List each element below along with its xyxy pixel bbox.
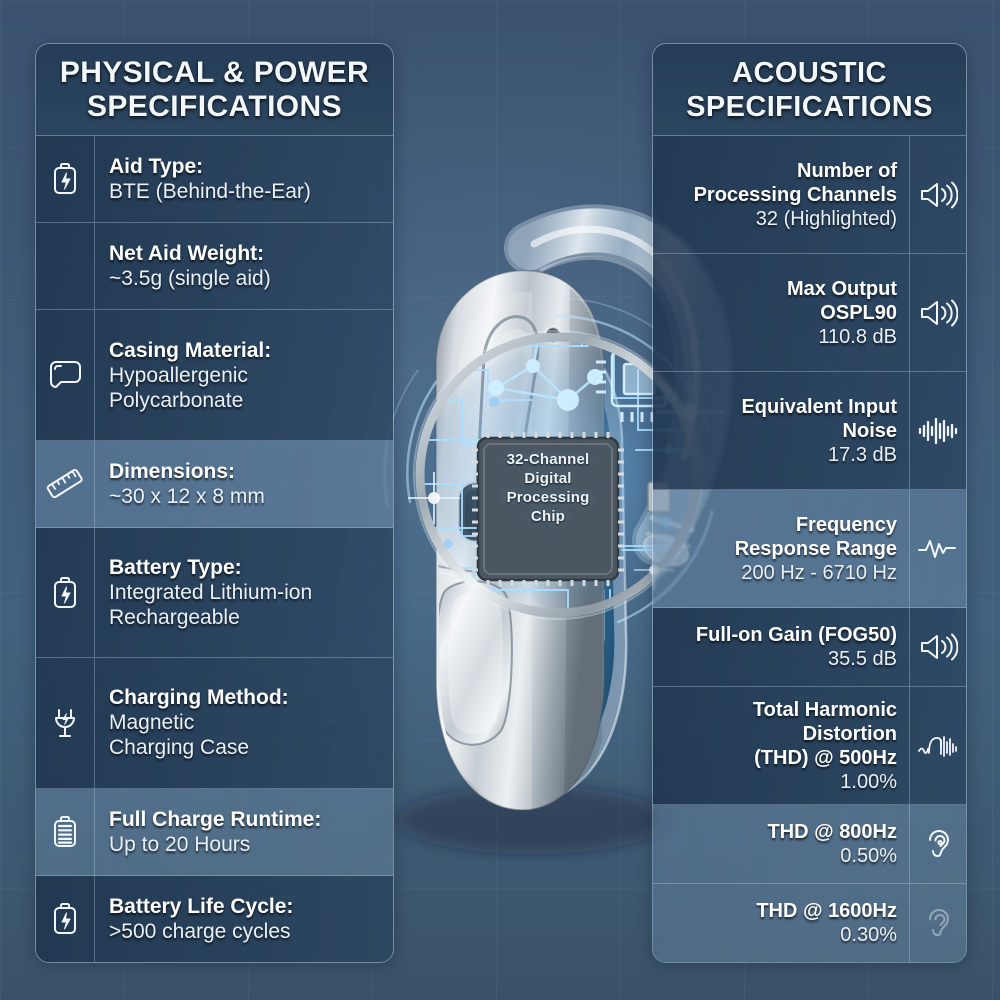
spec-value: Hypoallergenic (109, 363, 248, 387)
plug-bolt-icon (36, 658, 95, 788)
spec-value: 17.3 dB (828, 443, 897, 466)
spec-label: Battery Type: (109, 556, 242, 580)
ear-icon (909, 805, 966, 883)
audio-bars-icon (909, 372, 966, 489)
spec-label: Net Aid Weight: (109, 242, 265, 266)
spec-value: 110.8 dB (818, 325, 897, 348)
spec-value: ~3.5g (single aid) (109, 267, 271, 291)
spec-row: Full-on Gain (FOG50)35.5 dB (653, 608, 966, 687)
spec-value: 35.5 dB (828, 648, 897, 670)
spec-label: THD @ 1600Hz (756, 900, 897, 922)
spec-value: 32 (Highlighted) (755, 207, 897, 230)
spec-value: Up to 20 Hours (109, 832, 251, 856)
spec-label: Frequency (795, 513, 897, 536)
speaker-waves-icon (909, 608, 966, 686)
spec-value: Charging Case (109, 736, 250, 760)
spec-label: Processing Channels (693, 183, 897, 206)
spec-label: Max Output (787, 277, 897, 300)
spec-label: Number of (797, 159, 897, 182)
left-panel-header: PHYSICAL & POWER SPECIFICATIONS (36, 44, 393, 136)
spec-label: Casing Material: (109, 338, 272, 362)
ear-faded-icon (909, 884, 966, 962)
spec-label: Charging Method: (109, 686, 289, 710)
spec-value: 0.30% (840, 924, 897, 946)
spec-value: Rechargeable (109, 606, 240, 630)
spec-label: Noise (842, 419, 897, 442)
pulse-wave-icon (909, 490, 966, 607)
spec-text: Dimensions:~30 x 12 x 8 mm (95, 441, 393, 527)
battery-bolt-icon (36, 527, 95, 658)
spec-row: Battery Life Cycle:>500 charge cycles (36, 875, 393, 962)
battery-full-icon (36, 788, 95, 875)
spec-value: >500 charge cycles (109, 919, 291, 943)
spec-row: Aid Type:BTE (Behind-the-Ear) (36, 136, 393, 224)
spec-value: Integrated Lithium-ion (109, 581, 313, 605)
spec-value: Polycarbonate (109, 388, 244, 412)
spec-text: Full Charge Runtime:Up to 20 Hours (95, 789, 393, 875)
left-panel-title: PHYSICAL & POWER SPECIFICATIONS (59, 55, 370, 123)
spec-row: Dimensions:~30 x 12 x 8 mm (36, 440, 393, 528)
speaker-waves-icon (909, 254, 966, 371)
spec-value: 0.50% (840, 845, 897, 867)
spec-value: 200 Hz - 6710 Hz (741, 561, 897, 584)
casing-card-icon (36, 310, 95, 440)
spec-label: Response Range (734, 537, 897, 560)
ruler-icon (36, 440, 95, 527)
spec-label: Full-on Gain (FOG50) (695, 624, 897, 646)
spec-label: (THD) @ 500Hz (754, 746, 897, 769)
speaker-waves-icon (909, 136, 966, 253)
none-icon (36, 223, 95, 310)
spec-value: BTE (Behind-the-Ear) (109, 180, 311, 204)
spec-text: Aid Type:BTE (Behind-the-Ear) (95, 136, 393, 222)
battery-bolt-icon (36, 136, 95, 223)
spec-label: THD @ 800Hz (767, 821, 897, 843)
spec-value: Magnetic (109, 711, 195, 735)
spec-value: 1.00% (840, 770, 897, 793)
spec-label: Battery Life Cycle: (109, 894, 294, 918)
distortion-wave-icon (909, 687, 966, 804)
spec-label: OSPL90 (820, 301, 897, 324)
right-panel-title: ACOUSTIC SPECIFICATIONS (686, 56, 933, 123)
spec-label: Aid Type: (109, 155, 204, 179)
spec-row: Full Charge Runtime:Up to 20 Hours (36, 788, 393, 876)
spec-label: Full Charge Runtime: (109, 807, 322, 831)
spec-text: Net Aid Weight:~3.5g (single aid) (95, 223, 393, 309)
spec-label: Dimensions: (109, 459, 236, 483)
spec-label: Total Harmonic Distortion (752, 698, 897, 745)
spec-text: Battery Life Cycle:>500 charge cycles (95, 876, 393, 962)
physical-power-specifications-panel: PHYSICAL & POWER SPECIFICATIONS Aid Type… (35, 43, 394, 963)
spec-row: Net Aid Weight:~3.5g (single aid) (36, 223, 393, 311)
left-spec-rows: Aid Type:BTE (Behind-the-Ear)Net Aid Wei… (36, 136, 393, 962)
spec-value: ~30 x 12 x 8 mm (109, 484, 265, 508)
battery-bolt-icon (36, 875, 95, 962)
spec-label: Equivalent Input (741, 395, 897, 418)
right-panel-header: ACOUSTIC SPECIFICATIONS (653, 44, 966, 136)
spec-text: Full-on Gain (FOG50)35.5 dB (653, 608, 909, 686)
